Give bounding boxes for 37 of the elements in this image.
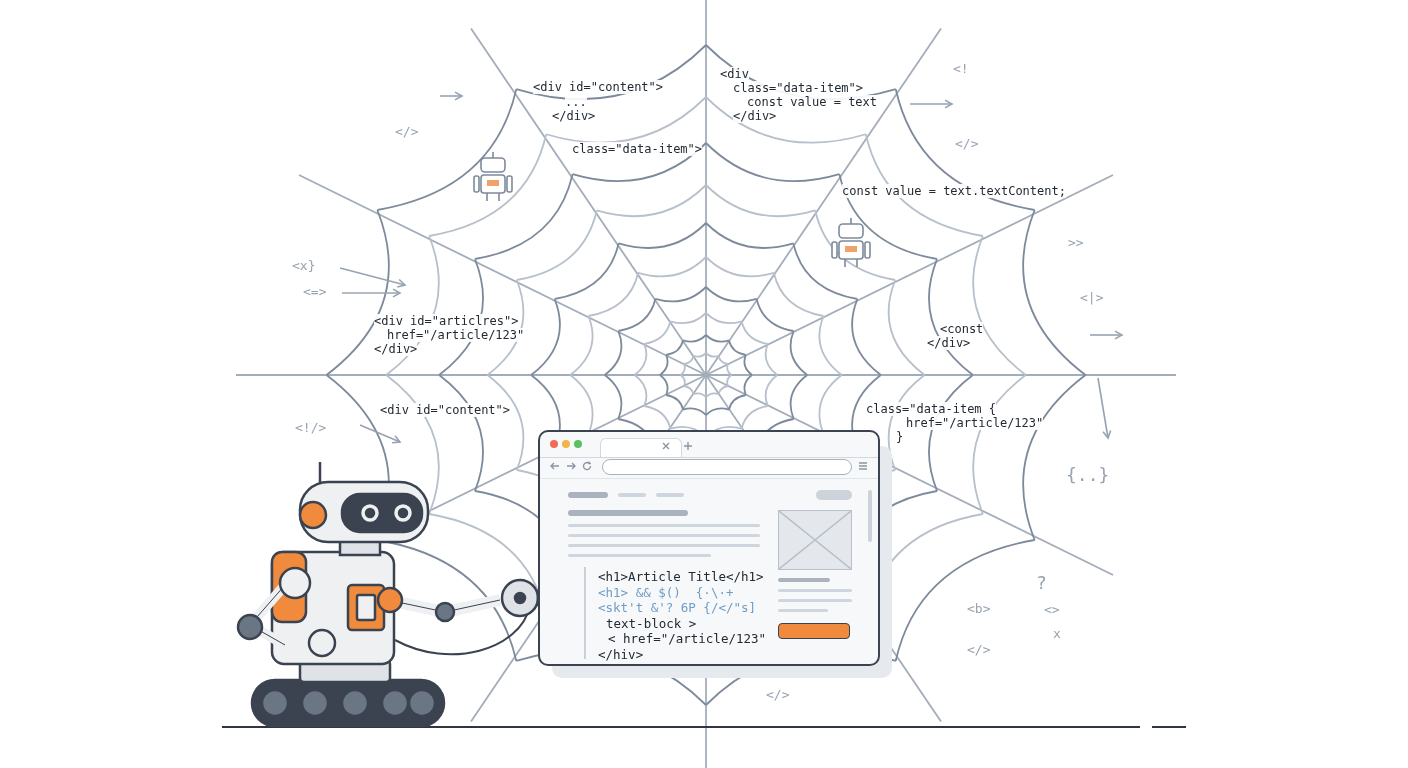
code-text: </div> bbox=[374, 342, 418, 356]
code-symbol: ? bbox=[1036, 576, 1047, 590]
code-line: </hiv> bbox=[598, 645, 644, 663]
code-line: <h1>Article Title</h1> bbox=[598, 568, 764, 585]
code-text: <div id="content"> bbox=[533, 80, 664, 94]
code-symbol: </> bbox=[967, 643, 991, 657]
code-text: </div> bbox=[733, 109, 777, 123]
code-symbol: {..} bbox=[1066, 468, 1110, 482]
code-text: <div bbox=[720, 67, 749, 81]
code-symbol: <!/> bbox=[295, 421, 327, 435]
code-symbol: <x} bbox=[292, 259, 316, 273]
code-symbol: </> bbox=[955, 137, 979, 151]
code-text: ... bbox=[565, 95, 587, 109]
code-symbol: </> bbox=[395, 125, 419, 139]
code-text: href="/article/123" bbox=[387, 328, 525, 342]
code-symbol: <|> bbox=[1080, 291, 1104, 305]
code-line: text-block > bbox=[606, 614, 697, 632]
code-text: </div> bbox=[927, 336, 971, 350]
code-symbol: <! bbox=[953, 62, 969, 76]
code-text: class="data-item"> bbox=[572, 142, 703, 156]
address-bar bbox=[602, 459, 852, 475]
code-line: < href="/article/123" bbox=[608, 630, 767, 647]
code-text: class="data-item { bbox=[866, 402, 997, 416]
code-symbol: </> bbox=[766, 688, 790, 702]
code-text: class="data-item"> bbox=[733, 81, 864, 95]
code-text: const value = text.textContent; bbox=[842, 184, 1066, 198]
code-text: <div id="content"> bbox=[380, 403, 511, 417]
code-text: <const bbox=[940, 322, 984, 336]
code-symbol: <b> bbox=[967, 602, 991, 616]
code-text: href="/article/123" bbox=[906, 416, 1044, 430]
code-text: </div> bbox=[552, 109, 596, 123]
code-text: <div id="articlres"> bbox=[374, 314, 519, 328]
code-text: } bbox=[896, 430, 904, 444]
browser-window bbox=[538, 430, 880, 666]
code-line: <h1> && $() {·\·+ bbox=[598, 583, 734, 601]
code-line: <skt't &'? 6P {/</"s] bbox=[598, 599, 757, 616]
code-text: const value = text bbox=[747, 95, 878, 109]
